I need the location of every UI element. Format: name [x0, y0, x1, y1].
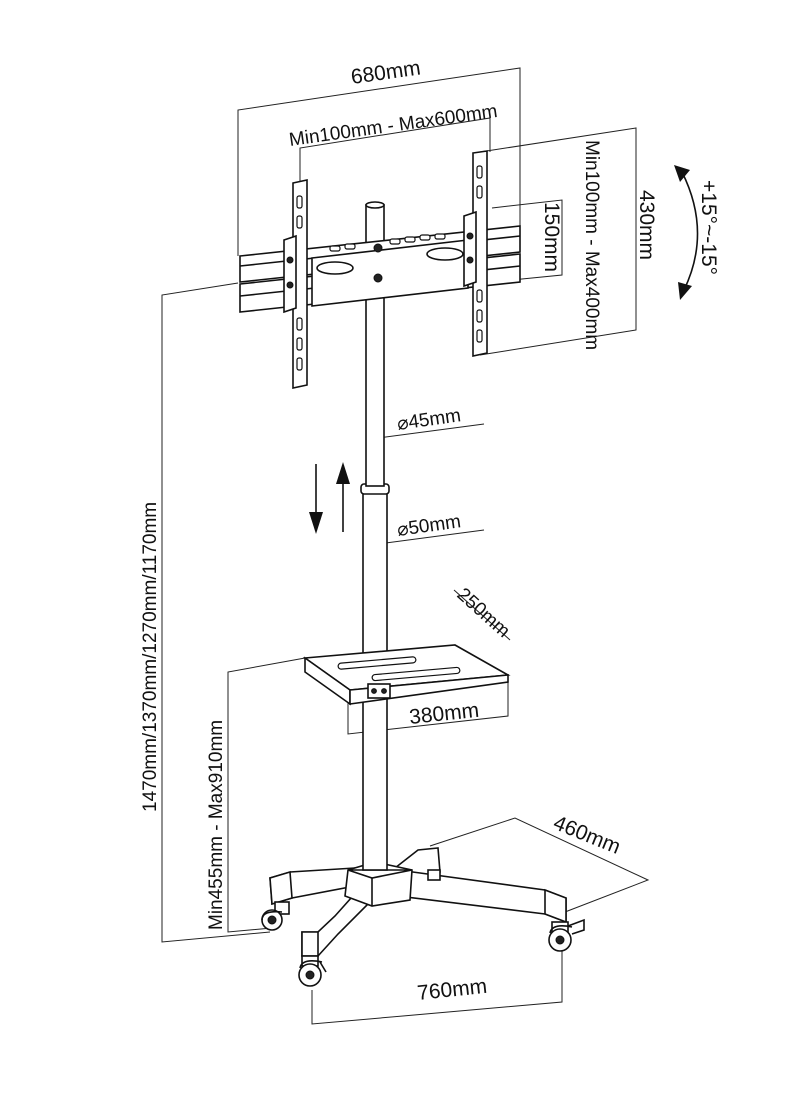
tilt-up-arrow-icon	[674, 165, 690, 182]
label-tilt: +15°~-15°	[697, 180, 720, 275]
label-shelf-width: 380mm	[408, 699, 480, 729]
arrow-down-icon	[309, 512, 323, 534]
tilt-down-arrow-icon	[678, 282, 692, 300]
arrow-up-icon	[336, 462, 350, 484]
shelf	[302, 644, 511, 706]
tilt-arc	[674, 165, 699, 300]
dimension-lines	[161, 67, 650, 1025]
label-bracket-height: 430mm	[635, 190, 658, 260]
base	[269, 847, 567, 957]
label-shelf-height: Min455mm - Max910mm	[206, 720, 227, 930]
label-vesa-vertical: Min100mm - Max400mm	[581, 140, 602, 350]
label-vesa-horizontal: Min100mm - Max600mm	[288, 101, 499, 151]
wall-bracket	[239, 150, 521, 389]
label-shelf-depth: 250mm	[453, 584, 514, 642]
pole	[360, 201, 390, 871]
label-base-width: 760mm	[416, 975, 488, 1005]
height-adjust-arrows	[309, 462, 350, 534]
label-rail-spacing: 150mm	[540, 202, 563, 272]
casters	[261, 869, 585, 987]
label-pole-lower: ⌀50mm	[396, 511, 463, 541]
label-total-height: 1470mm/1370mm/1270mm/1170mm	[140, 502, 161, 812]
label-pole-upper: ⌀45mm	[396, 405, 463, 435]
